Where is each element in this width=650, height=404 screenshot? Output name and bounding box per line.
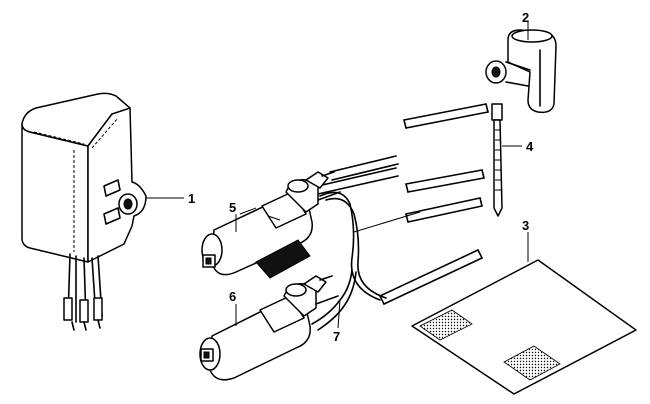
- callout-6: 6: [229, 289, 236, 304]
- callout-1: 1: [188, 191, 195, 206]
- ignition-coil-upper: [201, 171, 341, 279]
- cdi-box: [21, 92, 147, 331]
- callout-7: 7: [333, 329, 340, 344]
- callout-leaders: [146, 22, 529, 329]
- wiring-harness: [311, 191, 421, 331]
- spark-plug-wires: [317, 103, 489, 305]
- spark-plug-cap: [485, 29, 557, 114]
- cable-tie: [491, 103, 503, 217]
- callout-4: 4: [526, 139, 534, 154]
- callout-3: 3: [522, 218, 529, 233]
- callout-5: 5: [229, 200, 236, 215]
- callout-2: 2: [522, 10, 529, 25]
- instruction-sheet: [411, 259, 637, 395]
- ignition-coil-lower: [199, 275, 339, 381]
